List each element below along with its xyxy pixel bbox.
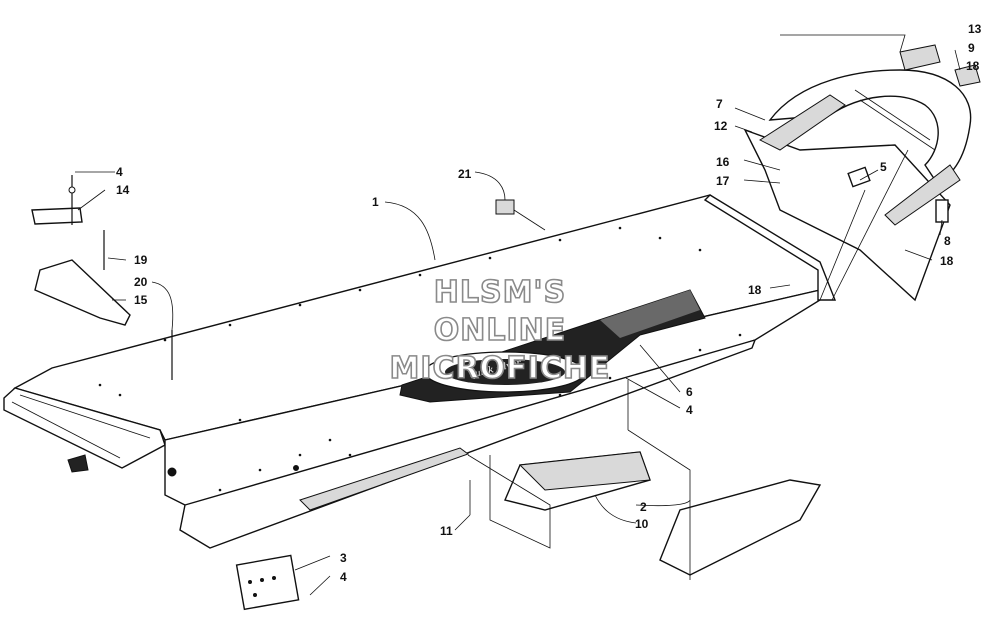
callout-16: 16 <box>716 155 730 169</box>
callout-5: 5 <box>880 160 887 174</box>
callout-13: 13 <box>968 22 982 36</box>
tunnel-part <box>3 194 837 549</box>
watermark-line-2: ONLINE <box>434 313 567 348</box>
callout-6: 6 <box>686 385 693 399</box>
callout-7: 7 <box>716 97 723 111</box>
callout-18-top: 18 <box>966 59 980 73</box>
callout-10: 10 <box>635 517 649 531</box>
callout-12: 12 <box>714 119 728 133</box>
callout-8: 8 <box>944 234 951 248</box>
callout-4-right: 4 <box>686 403 693 417</box>
bracket-parts <box>31 175 173 380</box>
tunnel-holes <box>98 226 742 492</box>
footrest-part <box>235 451 822 611</box>
callout-21: 21 <box>458 167 472 181</box>
watermark-line-1: HLSM'S <box>434 275 566 310</box>
callout-4-bottom: 4 <box>340 570 347 584</box>
callout-2: 2 <box>640 500 647 514</box>
watermark-line-3: MICROFICHE <box>390 351 611 386</box>
decal-part: quick silver <box>399 289 706 403</box>
callout-3: 3 <box>340 551 347 565</box>
callout-9: 9 <box>968 41 975 55</box>
callout-18-mid: 18 <box>748 283 762 297</box>
callout-11: 11 <box>440 524 453 538</box>
callout-1: 1 <box>372 195 379 209</box>
callout-20: 20 <box>134 275 148 289</box>
callout-15: 15 <box>134 293 148 307</box>
callout-17: 17 <box>716 174 730 188</box>
rear-bumper-part <box>743 44 981 302</box>
callout-18-right: 18 <box>940 254 954 268</box>
callout-labels: 1 2 3 4 4 4 5 6 7 8 9 10 11 12 13 14 15 … <box>116 22 982 584</box>
callout-4-left: 4 <box>116 165 123 179</box>
callout-19: 19 <box>134 253 148 267</box>
leader-lines <box>75 34 961 596</box>
small-decal-part <box>495 199 515 215</box>
callout-14: 14 <box>116 183 130 197</box>
watermark: HLSM'S ONLINE MICROFICHE <box>389 274 611 387</box>
